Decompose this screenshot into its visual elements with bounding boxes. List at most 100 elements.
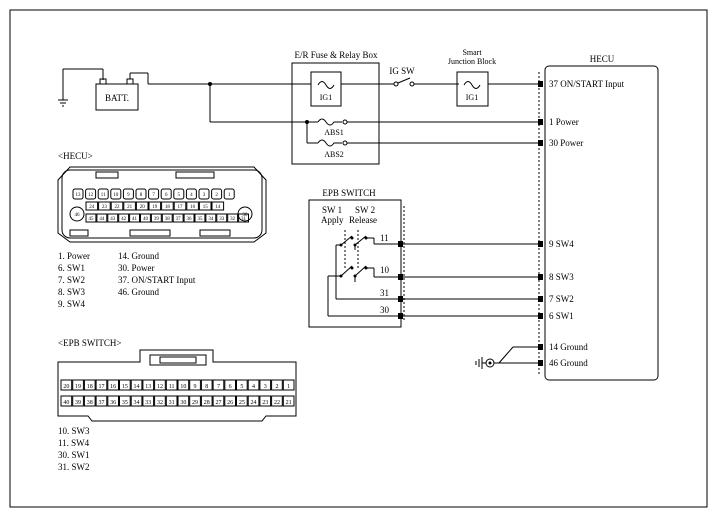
hecu-connector-legend: 1. Power 6. SW1 7. SW2 8. SW3 9. SW4 14.…	[58, 251, 196, 309]
hecu-conn-pin-7	[148, 188, 160, 200]
hecu-conn-pin-41	[129, 213, 141, 223]
hecu-conn-pin-label-20: 20	[140, 205, 146, 210]
hecu-pin-37-label: ON/START Input	[560, 79, 624, 89]
epb-sw2-label: SW 2	[355, 205, 375, 215]
epb-conn-pin-label-40: 40	[63, 400, 69, 406]
epb-conn-pin-label-3: 3	[264, 384, 267, 390]
hecu-pin-7: 7 SW2	[538, 294, 574, 304]
sjb-title-line1: Smart	[462, 48, 482, 57]
fuse-abs1-icon	[317, 118, 348, 126]
hecu-conn-pin-label-41: 41	[132, 217, 138, 222]
fuse-abs2-icon	[317, 139, 348, 147]
hecu-conn-pin-label-24: 24	[89, 205, 95, 210]
epb-conn-pin-40	[60, 395, 73, 407]
svg-text:1. Power: 1. Power	[58, 251, 90, 261]
epb-conn-pin-label-20: 20	[63, 384, 69, 390]
hecu-conn-pin-39	[150, 213, 162, 223]
hecu-connector-large-pins: 46 30	[69, 206, 253, 222]
epb-pin-11: 11	[380, 233, 389, 243]
svg-text:1 Power: 1 Power	[549, 117, 579, 127]
hecu-conn-pin-label-10: 10	[113, 193, 119, 198]
epb-conn-pin-label-9: 9	[194, 384, 197, 390]
epb-conn-pin-3	[259, 379, 272, 391]
hecu-conn-pin-label-9: 9	[127, 193, 130, 198]
svg-text:46: 46	[75, 213, 81, 218]
diagram-border	[9, 9, 708, 508]
epb-conn-pin-30	[177, 395, 190, 407]
svg-text:46 Ground: 46 Ground	[549, 358, 588, 368]
epb-conn-pin-29	[189, 395, 201, 407]
epb-conn-pin-17	[95, 379, 108, 391]
hecu-conn-pin-37	[172, 213, 184, 223]
epb-conn-pin-20	[60, 379, 73, 391]
hecu-conn-pin-label-18: 18	[165, 205, 171, 210]
hecu-pin-30: 30 Power	[538, 138, 583, 148]
ig-switch-icon	[393, 77, 415, 87]
hecu-conn-pin-24	[85, 201, 99, 211]
svg-text:8. SW3: 8. SW3	[58, 287, 86, 297]
hecu-conn-pin-label-3: 3	[203, 193, 206, 198]
svg-text:37. ON/START Input: 37. ON/START Input	[118, 275, 196, 285]
hecu-conn-pin-label-40: 40	[143, 217, 149, 222]
epb-conn-pin-label-12: 12	[157, 384, 163, 390]
hecu-conn-pin-label-38: 38	[165, 217, 171, 222]
epb-conn-pin-label-17: 17	[98, 384, 104, 390]
hecu-title: HECU	[590, 54, 615, 64]
hecu-pin-46: 46 Ground	[538, 358, 588, 368]
epb-conn-pin-28	[200, 395, 213, 407]
epb-conn-pin-label-24: 24	[251, 400, 257, 406]
hecu-conn-pin-1	[223, 188, 235, 200]
hecu-conn-pin-label-43: 43	[110, 217, 116, 222]
epb-conn-pin-label-34: 34	[134, 400, 140, 406]
epb-conn-pin-27	[212, 395, 225, 407]
epb-conn-pin-label-15: 15	[122, 384, 128, 390]
epb-conn-pin-label-28: 28	[204, 400, 210, 406]
svg-text:10. SW3: 10. SW3	[58, 426, 90, 436]
epb-conn-pin-label-2: 2	[275, 384, 278, 390]
epb-conn-pin-label-14: 14	[134, 384, 140, 390]
epb-conn-pin-12	[154, 379, 166, 391]
svg-text:11. SW4: 11. SW4	[58, 438, 90, 448]
epb-conn-pin-37	[95, 395, 108, 407]
hecu-conn-pin-label-11: 11	[101, 193, 106, 198]
hecu-conn-pin-label-6: 6	[165, 193, 168, 198]
epb-conn-pin-15	[119, 379, 131, 391]
epb-release-label: Release	[349, 215, 377, 225]
hecu-conn-pin-label-12: 12	[88, 193, 94, 198]
hecu-conn-pin-19	[148, 201, 162, 211]
svg-text:9. SW4: 9. SW4	[58, 299, 86, 309]
svg-text:6 SW1: 6 SW1	[549, 311, 574, 321]
fuse-ig1-sjb-icon	[463, 81, 481, 89]
hecu-connector-title: <HECU>	[58, 151, 93, 161]
hecu-pin-37-num: 37	[549, 79, 559, 89]
hecu-conn-pin-18	[161, 201, 174, 211]
epb-conn-pin-label-19: 19	[75, 384, 81, 390]
epb-conn-pin-6	[224, 379, 237, 391]
epb-conn-pin-label-16: 16	[110, 384, 116, 390]
epb-conn-pin-23	[259, 395, 272, 407]
epb-conn-pin-label-32: 32	[157, 400, 163, 406]
hecu-conn-pin-label-2: 2	[215, 193, 218, 198]
hecu-conn-pin-label-7: 7	[152, 193, 155, 198]
epb-conn-pin-label-31: 31	[169, 400, 175, 406]
hecu-conn-pin-label-34: 34	[208, 217, 214, 222]
epb-conn-pin-26	[224, 395, 237, 407]
epb-conn-pin-1	[282, 379, 295, 391]
epb-conn-pin-label-8: 8	[205, 384, 208, 390]
epb-conn-pin-11	[165, 379, 178, 391]
svg-text:30. Power: 30. Power	[118, 263, 155, 273]
svg-text:46. Ground: 46. Ground	[118, 287, 159, 297]
hecu-conn-pin-2	[211, 188, 223, 200]
epb-conn-pin-21	[282, 395, 295, 407]
epb-conn-pin-label-33: 33	[145, 400, 151, 406]
hecu-pin-8: 8 SW3	[538, 272, 574, 282]
fuse-ig1-er-icon	[317, 81, 335, 89]
epb-conn-pin-label-38: 38	[87, 400, 93, 406]
hecu-conn-pin-32	[227, 213, 239, 223]
smart-junction-block	[456, 71, 489, 107]
